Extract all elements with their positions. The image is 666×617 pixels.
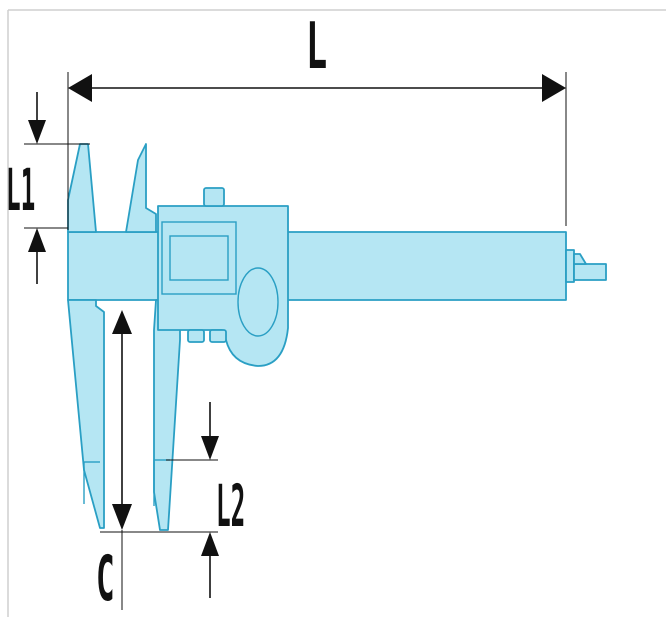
caliper: [67, 143, 607, 531]
sliding-upper-jaw: [125, 143, 157, 233]
dimension-lower-jaw-length: L2: [100, 402, 245, 598]
thumb-wheel: [237, 267, 279, 337]
fixed-lower-jaw: [67, 299, 105, 529]
label-capacity: C: [96, 543, 115, 615]
top-button: [203, 187, 225, 207]
image-frame: [7, 9, 666, 617]
fixed-upper-jaw: [67, 143, 97, 233]
lcd-screen: [169, 235, 229, 281]
dimension-capacity: C: [96, 310, 132, 615]
label-overall-length: L: [306, 10, 327, 84]
bottom-button-left: [187, 329, 205, 343]
depth-rod: [565, 249, 607, 283]
dimension-overall-length: L: [67, 10, 567, 230]
main-beam: [67, 231, 567, 301]
bottom-button-right: [209, 329, 227, 343]
sliding-lower-jaw: [153, 299, 181, 531]
display-panel: [161, 221, 237, 295]
label-lower-jaw-length: L2: [216, 474, 245, 540]
label-upper-jaw-length: L1: [6, 158, 35, 224]
dimension-upper-jaw-length: L1: [6, 92, 90, 284]
